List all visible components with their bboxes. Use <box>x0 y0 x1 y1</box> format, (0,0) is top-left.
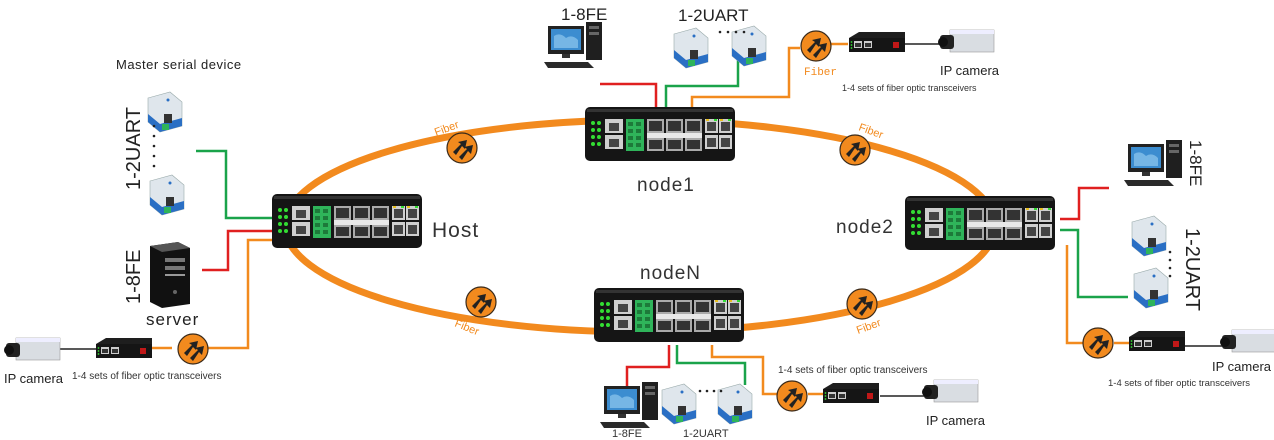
uart-device-node1-1 <box>673 27 709 69</box>
node1-fiber-line <box>690 46 800 107</box>
uart-ellipsis-node2 <box>1168 250 1172 278</box>
uart-device-node2-1 <box>1131 215 1167 257</box>
fiber-badge-nodeN-host <box>465 286 497 318</box>
switch-nodeN[interactable] <box>594 288 744 342</box>
nodeN-ethernet-line <box>625 345 671 387</box>
host-serial-line <box>196 149 274 220</box>
uart-ellipsis <box>152 124 156 168</box>
nodeN-fiber-line <box>710 345 777 396</box>
node2-fe-label: 1-8FE <box>1186 140 1205 186</box>
server-label: server <box>146 310 199 329</box>
host-fiber-line <box>202 238 274 350</box>
host-label: Host <box>432 219 479 242</box>
switch-node2[interactable] <box>905 196 1055 250</box>
nodeN-serial-line <box>675 345 747 385</box>
ip-camera-node2-label: IP camera <box>1212 359 1272 374</box>
ip-camera-host <box>3 337 61 361</box>
node1-label: node1 <box>637 175 695 196</box>
fiber-badge-host-node1 <box>446 132 478 164</box>
ip-camera-nodeN <box>921 379 979 403</box>
uart-device-nodeN-1 <box>661 383 697 425</box>
converter-host <box>96 338 152 358</box>
fiber-label-node1-camera: Fiber <box>804 67 837 79</box>
nodeN-fe-label: 1-8FE <box>612 428 642 440</box>
pc-node2 <box>1124 140 1182 186</box>
server-icon <box>150 242 190 308</box>
node2-label: node2 <box>836 217 894 238</box>
uart-device-host-2 <box>149 174 185 216</box>
fiber-label-node2-nodeN: Fiber <box>855 317 883 337</box>
converter-node2 <box>1129 331 1185 351</box>
node1-uart-label: 1-2UART <box>678 6 749 25</box>
node2-ethernet-line <box>1060 186 1109 221</box>
node1-ethernet-line <box>600 82 658 107</box>
fiber-badge-node2-camera <box>1082 327 1114 359</box>
fiber-badge-nodeN-camera <box>776 380 808 412</box>
switch-node1[interactable] <box>585 107 735 161</box>
transceivers-host-label: 1-4 sets of fiber optic transceivers <box>72 371 222 382</box>
transceivers-node1-label: 1-4 sets of fiber optic transceivers <box>842 83 977 93</box>
ip-camera-nodeN-label: IP camera <box>926 413 986 428</box>
fiber-badge-node1-node2 <box>839 134 871 166</box>
transceivers-node2-label: 1-4 sets of fiber optic transceivers <box>1108 378 1250 389</box>
node1-fe-label: 1-8FE <box>561 5 607 24</box>
ip-camera-host-label: IP camera <box>4 371 64 386</box>
transceivers-nodeN-label: 1-4 sets of fiber optic transceivers <box>778 365 928 376</box>
uart-device-node2-2 <box>1133 267 1169 309</box>
node2-uart-label: 1-2UART <box>1181 228 1203 311</box>
fiber-badge-host-camera <box>177 333 209 365</box>
master-serial-device-label: Master serial device <box>116 57 242 72</box>
pc-node1 <box>544 22 602 68</box>
node2-fiber-line <box>1065 245 1087 345</box>
pc-nodeN <box>600 382 658 428</box>
node2-serial-line <box>1060 228 1128 299</box>
fiber-badge-node1-camera <box>800 30 832 62</box>
host-uart-label: 1-2UART <box>123 107 145 190</box>
converter-nodeN <box>823 383 879 403</box>
host-ethernet-line <box>202 229 274 272</box>
ip-camera-node1-label: IP camera <box>940 63 1000 78</box>
nodeN-uart-label: 1-2UART <box>683 428 729 440</box>
nodeN-label: nodeN <box>640 263 701 284</box>
ip-camera-node1 <box>937 29 995 53</box>
fiber-badge-node2-nodeN <box>846 288 878 320</box>
uart-ellipsis-nodeN <box>698 389 723 393</box>
node1-serial-line <box>664 60 740 107</box>
host-fe-label: 1-8FE <box>123 250 145 304</box>
converter-node1 <box>849 32 905 52</box>
uart-ellipsis-node1 <box>718 30 746 34</box>
switch-host[interactable] <box>272 194 422 248</box>
ip-camera-node2 <box>1219 329 1274 353</box>
uart-device-nodeN-2 <box>717 383 753 425</box>
